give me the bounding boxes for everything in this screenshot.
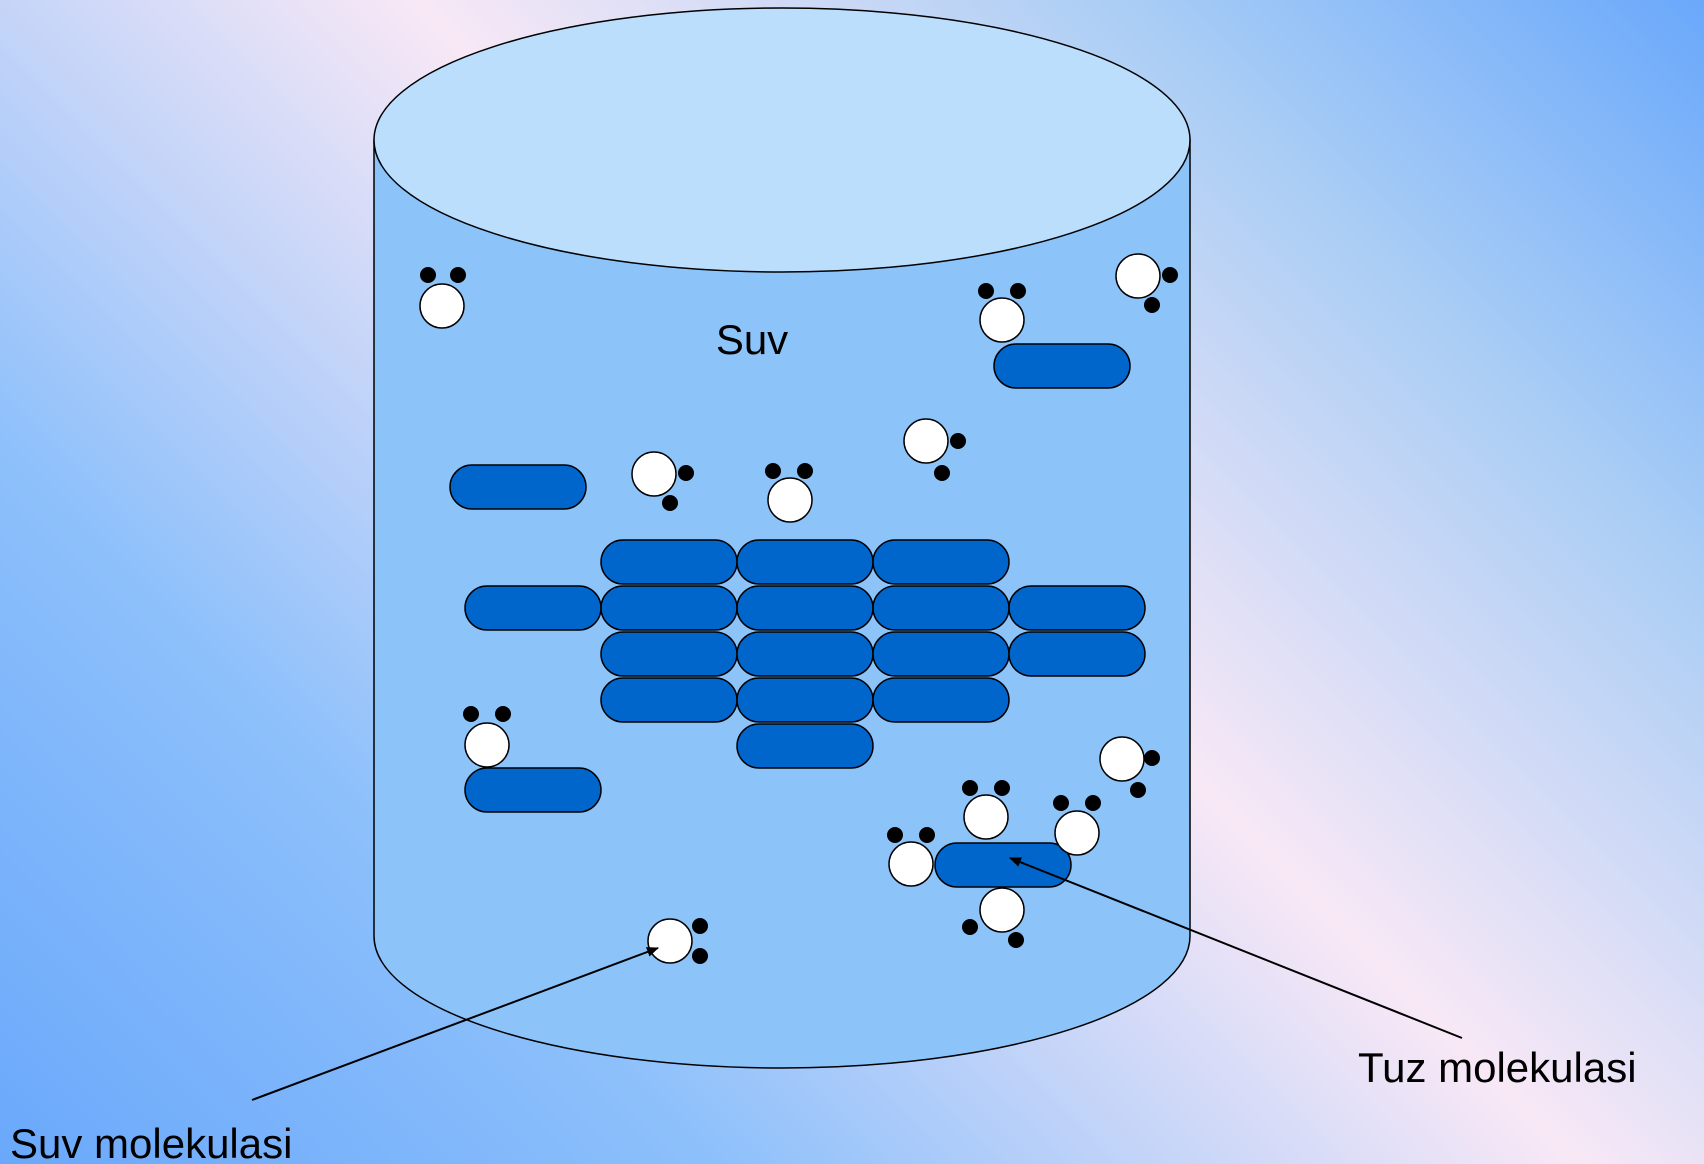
water-molecule-pointer — [251, 947, 659, 1101]
oxygen-atom — [767, 477, 813, 523]
salt-molecule — [872, 585, 1010, 631]
water-molecules — [419, 253, 1178, 964]
hydrogen-atom — [962, 780, 978, 796]
hydrogen-atom — [797, 463, 813, 479]
oxygen-atom — [888, 841, 934, 887]
water-molecule — [463, 706, 511, 768]
water-molecule — [903, 418, 966, 481]
oxygen-atom — [464, 722, 510, 768]
oxygen-atom — [1115, 253, 1161, 299]
hydrogen-atom — [420, 267, 436, 283]
hydrogen-atom — [978, 283, 994, 299]
hydrogen-atom — [1010, 283, 1026, 299]
hydrogen-atom — [1144, 750, 1160, 766]
hydrogen-atom — [962, 919, 978, 935]
salt-molecule — [449, 464, 587, 510]
water-molecule — [887, 827, 935, 887]
water-molecule — [962, 887, 1025, 948]
container-top — [373, 7, 1191, 273]
oxygen-atom — [963, 794, 1009, 840]
hydrogen-atom — [1130, 782, 1146, 798]
oxygen-atom — [647, 918, 693, 964]
hydrogen-atom — [1144, 297, 1160, 313]
salt-molecule — [600, 677, 738, 723]
water-molecule — [1053, 795, 1101, 856]
hydrogen-atom — [950, 433, 966, 449]
hydrogen-atom — [692, 918, 708, 934]
hydrogen-atom — [919, 827, 935, 843]
salt-molecule — [736, 677, 874, 723]
salt-molecule — [736, 723, 874, 769]
hydrogen-atom — [765, 463, 781, 479]
oxygen-atom — [631, 451, 677, 497]
salt-molecules — [449, 343, 1146, 888]
hydrogen-atom — [1085, 795, 1101, 811]
oxygen-atom — [419, 283, 465, 329]
hydrogen-atom — [1162, 267, 1178, 283]
salt-molecule — [464, 767, 602, 813]
water-container — [373, 7, 1191, 1069]
salt-molecule — [736, 539, 874, 585]
hydrogen-atom — [1053, 795, 1069, 811]
salt-molecule — [736, 585, 874, 631]
hydrogen-atom — [662, 495, 678, 511]
water-molecule-label: Suv molekulasi — [10, 1120, 292, 1164]
water-molecule — [419, 267, 466, 329]
container-label: Suv — [716, 316, 788, 363]
hydrogen-atom — [994, 780, 1010, 796]
hydrogen-atom — [495, 706, 511, 722]
water-molecule — [631, 451, 694, 511]
oxygen-atom — [979, 297, 1025, 343]
salt-molecule — [934, 842, 1072, 888]
salt-molecule — [872, 677, 1010, 723]
salt-molecule-label: Tuz molekulasi — [1358, 1044, 1637, 1091]
salt-molecule — [600, 539, 738, 585]
hydrogen-atom — [887, 827, 903, 843]
water-molecule — [962, 780, 1010, 840]
salt-molecule — [736, 631, 874, 677]
water-molecule — [647, 918, 708, 964]
salt-molecule — [872, 631, 1010, 677]
hydrogen-atom — [678, 465, 694, 481]
water-molecule — [765, 463, 813, 523]
hydrogen-atom — [692, 948, 708, 964]
salt-molecule — [600, 631, 738, 677]
salt-molecule — [1008, 631, 1146, 677]
oxygen-atom — [1054, 810, 1100, 856]
salt-molecule-pointer — [1009, 857, 1463, 1039]
water-molecule — [978, 283, 1026, 343]
hydrogen-atom — [934, 465, 950, 481]
oxygen-atom — [903, 418, 949, 464]
salt-molecule — [872, 539, 1010, 585]
water-molecule — [1115, 253, 1178, 313]
hydrogen-atom — [450, 267, 466, 283]
water-molecule — [1099, 736, 1160, 798]
salt-molecule — [464, 585, 602, 631]
oxygen-atom — [1099, 736, 1145, 782]
salt-molecule — [600, 585, 738, 631]
salt-molecule — [1008, 585, 1146, 631]
hydrogen-atom — [1008, 932, 1024, 948]
oxygen-atom — [979, 887, 1025, 933]
hydrogen-atom — [463, 706, 479, 722]
salt-molecule — [993, 343, 1131, 389]
